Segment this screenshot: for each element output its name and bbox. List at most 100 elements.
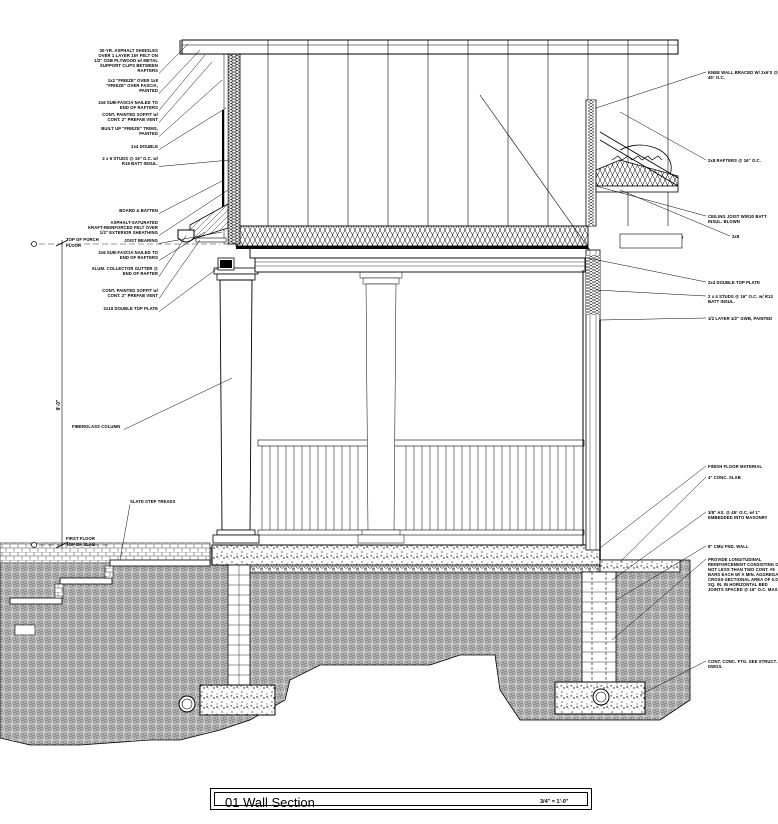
svg-text:1/2" OSB PLYWOOD w/ METAL: 1/2" OSB PLYWOOD w/ METAL: [94, 58, 158, 63]
door-header-note-box: [619, 233, 683, 249]
fiberglass-column-front: [212, 267, 260, 544]
attic-framing: [181, 39, 679, 251]
left-note: SLATE STEP TREADS: [119, 499, 176, 561]
svg-text:30-YR. ASPHALT SHINGLES: 30-YR. ASPHALT SHINGLES: [100, 48, 158, 53]
svg-text:ALUM. COLLECTOR GUTTER @: ALUM. COLLECTOR GUTTER @: [92, 266, 158, 271]
svg-text:JOIST BEARING: JOIST BEARING: [124, 238, 158, 243]
porch-beam: [249, 247, 589, 273]
svg-text:2x8: 2x8: [732, 234, 740, 239]
svg-text:EMBEDDED INTO MASONRY: EMBEDDED INTO MASONRY: [708, 515, 768, 520]
svg-text:DWGS.: DWGS.: [708, 664, 723, 669]
datum-porch-top-sub: FLOOR: [66, 243, 81, 248]
rear-roof-insulation: [595, 131, 679, 193]
right-note: 2x8 RAFTERS @ 16" O.C.: [619, 111, 761, 163]
svg-text:8" CMU FND. WALL: 8" CMU FND. WALL: [708, 544, 749, 549]
svg-text:"FRIEZE" OVER FASCIA,: "FRIEZE" OVER FASCIA,: [106, 83, 158, 88]
svg-text:CEILING JOIST W/R30 BATT: CEILING JOIST W/R30 BATT: [708, 214, 767, 219]
svg-text:2x6 SUB-FASCIA NAILED TO: 2x6 SUB-FASCIA NAILED TO: [98, 250, 158, 255]
svg-text:BARS EACH W/ A MIN. AGGREGATE: BARS EACH W/ A MIN. AGGREGATE: [708, 572, 778, 577]
svg-text:CONT. CONC. FTG. SEE STRUCT.: CONT. CONC. FTG. SEE STRUCT.: [708, 659, 777, 664]
left-note: 2 x 6 STUDS @ 16" O.C. w/R19 BATT INSUL.: [102, 156, 231, 167]
right-note: 8" CMU FND. WALL: [615, 544, 749, 601]
datum-first-floor-sub: TOP OF SLAB: [66, 542, 95, 547]
svg-text:ASPHALT-SATURATED: ASPHALT-SATURATED: [110, 220, 158, 225]
svg-text:CROSS-SECTIONAL AREA OF 0.07: CROSS-SECTIONAL AREA OF 0.07: [708, 577, 778, 582]
datum-first-floor: FIRST FLOOR: [66, 536, 95, 541]
right-note: 3/8" AS. @ 45° O.C. w/ 1"EMBEDDED INTO M…: [611, 510, 768, 581]
left-note: ALUM. COLLECTOR GUTTER @END OF RAFTER: [92, 235, 187, 277]
right-note: 1/2 LAYER 1/2" GWB, PAINTED: [599, 316, 772, 321]
right-foundation: [554, 571, 646, 715]
left-note: 1x2 "FRIEZE" OVER 1x8"FRIEZE" OVER FASCI…: [106, 49, 201, 94]
svg-text:CONT. 2" PREFAB VENT: CONT. 2" PREFAB VENT: [107, 293, 158, 298]
svg-text:END OF RAFTER: END OF RAFTER: [123, 271, 158, 276]
left-note: CONT. PAINTED SOFFIT w/CONT. 2" PREFAB V…: [102, 239, 201, 299]
svg-text:CONT. 2" PREFAB VENT: CONT. 2" PREFAB VENT: [107, 117, 158, 122]
svg-text:2x6 SUB-FASCIA NAILED TO: 2x6 SUB-FASCIA NAILED TO: [98, 100, 158, 105]
svg-text:SQ. IN. IN HORIZONTAL BED: SQ. IN. IN HORIZONTAL BED: [708, 582, 768, 587]
svg-text:2 x 4 STUDS @ 16" O.C. w/ R13: 2 x 4 STUDS @ 16" O.C. w/ R13: [708, 294, 773, 299]
eave-gutter: [177, 40, 235, 271]
right-note: KNEE WALL BRACED W/ 2x6'S @45° O.C.: [595, 70, 778, 109]
svg-text:KRAFT-REINFORCED FELT OVER: KRAFT-REINFORCED FELT OVER: [88, 225, 158, 230]
svg-text:PAINTED: PAINTED: [139, 88, 158, 93]
svg-text:OVER 1 LAYER 15# FELT ON: OVER 1 LAYER 15# FELT ON: [98, 53, 158, 58]
svg-text:1/2" EXTERIOR SHEATHING: 1/2" EXTERIOR SHEATHING: [100, 230, 158, 235]
svg-text:3/8" AS. @ 45° O.C. w/ 1": 3/8" AS. @ 45° O.C. w/ 1": [708, 510, 760, 515]
svg-text:NOT LESS THAN TWO CONT. #5: NOT LESS THAN TWO CONT. #5: [708, 567, 775, 572]
svg-text:2x10 DOUBLE TOP PLATE: 2x10 DOUBLE TOP PLATE: [104, 306, 159, 311]
svg-text:PAINTED: PAINTED: [139, 131, 158, 136]
right-note: 2x4 DOUBLE TOP PLATE: [587, 257, 760, 285]
svg-text:INSUL. BLOWN: INSUL. BLOWN: [708, 219, 740, 224]
porch-railing: [257, 439, 585, 536]
left-note: BOARD & BATTEN: [119, 179, 225, 214]
dimension-label: 9'-0": [56, 399, 62, 410]
svg-text:JOINTS SPACED @ 16" O.C. MAX.: JOINTS SPACED @ 16" O.C. MAX.: [708, 587, 778, 592]
porch-brick-base: [0, 542, 211, 564]
svg-text:2 x 6 STUDS @ 16" O.C. w/: 2 x 6 STUDS @ 16" O.C. w/: [102, 156, 158, 161]
svg-text:END OF RAFTERS: END OF RAFTERS: [120, 105, 158, 110]
ceiling-insulation: [235, 225, 589, 249]
svg-text:RAFTERS: RAFTERS: [138, 68, 159, 73]
datum-porch-top: TOP OF PORCH: [66, 237, 99, 242]
left-note: 2x10 DOUBLE TOP PLATE: [104, 264, 223, 312]
svg-text:2x4 DOUBLE TOP PLATE: 2x4 DOUBLE TOP PLATE: [708, 280, 760, 285]
right-note: CONT. CONC. FTG. SEE STRUCT.DWGS.: [639, 659, 777, 696]
left-exterior-wall: [222, 53, 241, 245]
svg-text:SLATE STEP TREADS: SLATE STEP TREADS: [130, 499, 176, 504]
concrete-slab: [211, 544, 681, 574]
left-note: 2x4 DOUBLE: [131, 107, 227, 150]
right-note: 4" CONC. SLAB: [619, 475, 741, 563]
title-block-inner: 01 Wall Section 3/4" = 1'-0": [214, 792, 588, 810]
left-note: FIBERGLASS COLUMN: [72, 377, 233, 430]
svg-text:PROVIDE LONGITUDINAL: PROVIDE LONGITUDINAL: [708, 557, 762, 562]
svg-text:1x2 "FRIEZE" OVER 1x8: 1x2 "FRIEZE" OVER 1x8: [108, 78, 159, 83]
svg-text:KNEE WALL BRACED W/ 2x6'S @: KNEE WALL BRACED W/ 2x6'S @: [708, 70, 778, 75]
svg-text:END OF RAFTERS: END OF RAFTERS: [120, 255, 158, 260]
drawing-scale: 3/4" = 1'-0": [540, 799, 569, 805]
svg-text:CONT. PAINTED SOFFIT w/: CONT. PAINTED SOFFIT w/: [102, 112, 158, 117]
left-note: CONT. PAINTED SOFFIT w/CONT. 2" PREFAB V…: [102, 61, 213, 123]
svg-text:BUILT UP "FRIEZE" TRIMS,: BUILT UP "FRIEZE" TRIMS,: [101, 126, 158, 131]
drawing-title: 01 Wall Section: [225, 795, 315, 810]
svg-text:BOARD & BATTEN: BOARD & BATTEN: [119, 208, 158, 213]
svg-text:1/2 LAYER 1/2" GWB, PAINTED: 1/2 LAYER 1/2" GWB, PAINTED: [708, 316, 772, 321]
svg-text:2x8 RAFTERS @ 16" O.C.: 2x8 RAFTERS @ 16" O.C.: [708, 158, 761, 163]
left-foundation: [178, 564, 276, 716]
svg-text:R19 BATT INSUL.: R19 BATT INSUL.: [122, 161, 158, 166]
left-note: BUILT UP "FRIEZE" TRIMS,PAINTED: [101, 79, 223, 137]
svg-text:BATT INSUL.: BATT INSUL.: [708, 299, 735, 304]
right-interior-wall: [582, 249, 601, 560]
right-note: FINISH FLOOR MATERIAL: [599, 464, 762, 549]
svg-text:2x4 DOUBLE: 2x4 DOUBLE: [131, 144, 158, 149]
title-block: 01 Wall Section 3/4" = 1'-0": [210, 788, 592, 810]
